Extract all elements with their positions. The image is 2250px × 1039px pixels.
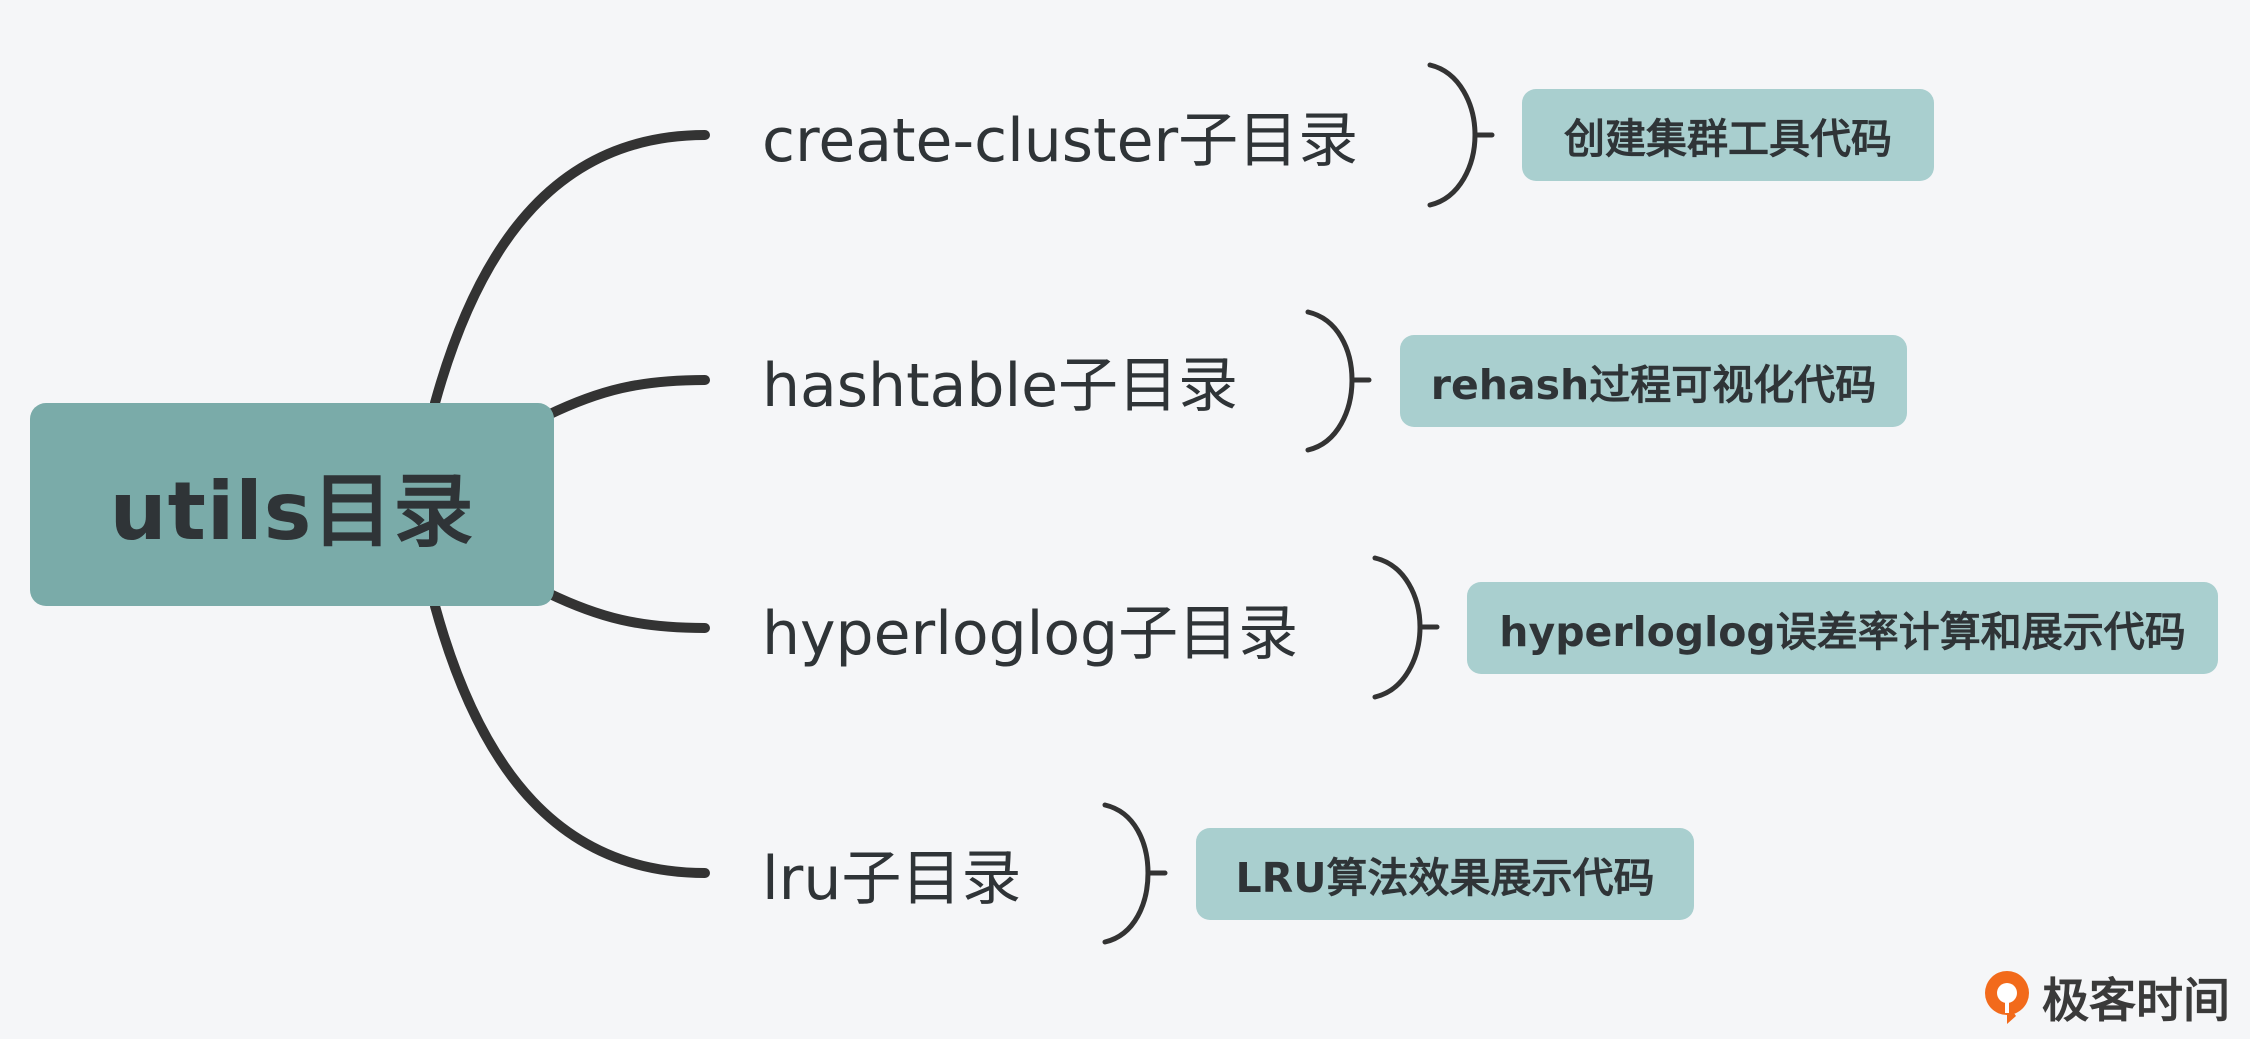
desc-create-cluster: 创建集群工具代码 [1522,89,1934,181]
brace-create-cluster [1427,62,1478,208]
brace-hyperloglog [1372,555,1423,700]
root-node: utils目录 [30,403,554,606]
desc-label: hyperloglog误差率计算和展示代码 [1499,608,2186,656]
branch-label: create-cluster子目录 [762,105,1359,176]
desc-hyperloglog: hyperloglog误差率计算和展示代码 [1467,582,2218,674]
connector-create-cluster [430,130,710,408]
desc-lru: LRU算法效果展示代码 [1196,828,1694,920]
branch-hashtable: hashtable子目录 [762,340,1238,421]
brace-lru [1102,802,1151,945]
desc-hashtable: rehash过程可视化代码 [1400,335,1907,427]
branch-label: hyperloglog子目录 [762,598,1299,669]
desc-label: 创建集群工具代码 [1564,115,1892,163]
branch-label: hashtable子目录 [762,350,1239,421]
connector-hashtable [543,375,710,420]
root-label: utils目录 [109,464,475,558]
brace-hashtable [1305,309,1355,453]
connector-lru [430,601,710,878]
branch-lru: lru子目录 [762,833,1021,914]
branch-create-cluster: create-cluster子目录 [762,95,1358,176]
watermark: 极客时间 [1980,962,2230,1031]
desc-label: rehash过程可视化代码 [1430,361,1877,409]
geektime-logo-icon [1985,970,2029,1024]
desc-label: LRU算法效果展示代码 [1235,854,1655,902]
connector-hyperloglog [543,588,710,633]
branch-hyperloglog: hyperloglog子目录 [762,588,1298,669]
watermark-text: 极客时间 [2042,974,2230,1029]
branch-label: lru子目录 [762,843,1022,914]
